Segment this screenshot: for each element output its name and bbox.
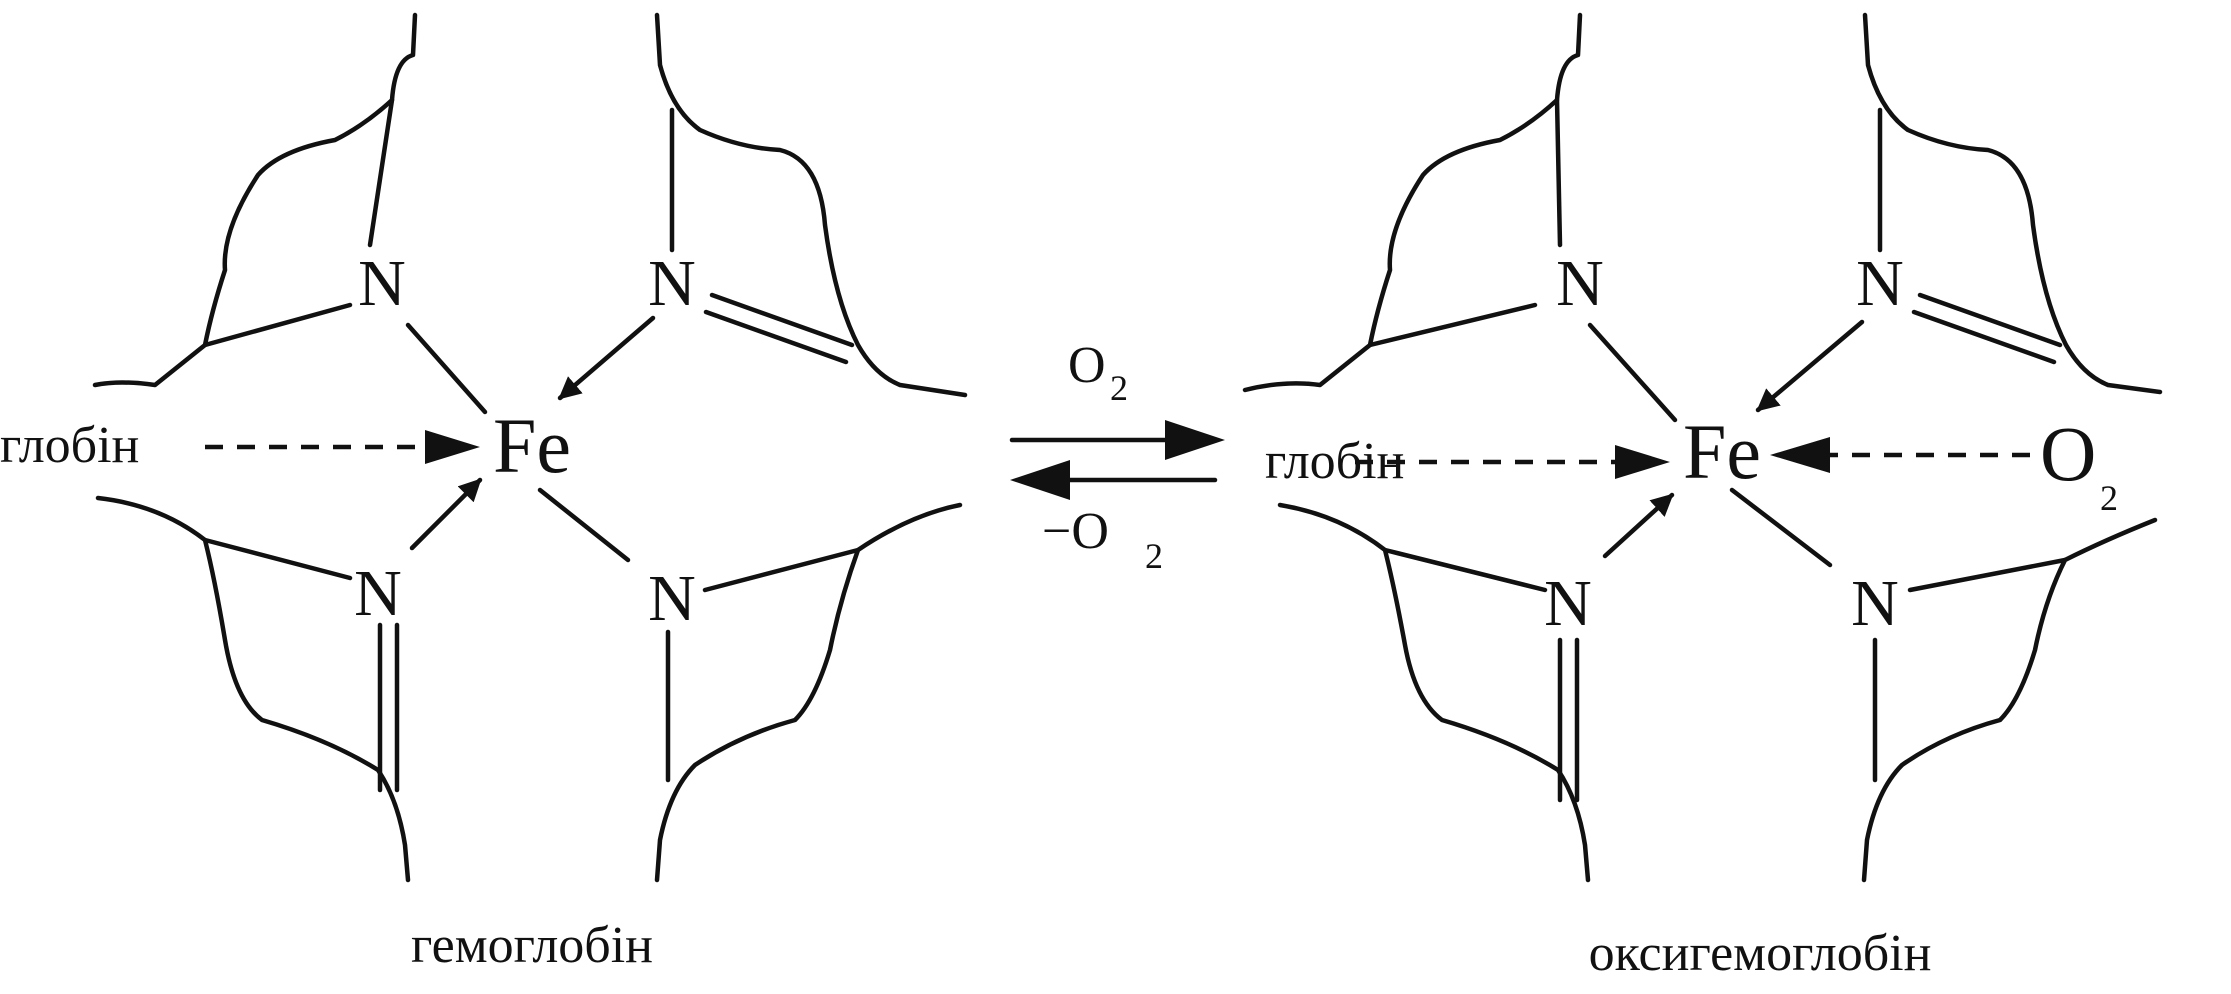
oxyhemoglobin-structure: Fe N N N N глобін O 2 оксигемоглобін: [1242, 12, 2163, 982]
coordinate-bond-arrow: [557, 315, 656, 401]
bond-ring-n: [202, 537, 353, 581]
coordinate-bond-arrow: [1602, 492, 1675, 559]
metal-label: Fe: [493, 402, 571, 489]
coordinate-bond-arrow: [409, 477, 483, 551]
pyrrole-ring-upper-left: [92, 12, 418, 388]
reverse-reagent-subscript: 2: [1145, 536, 1163, 576]
bond-ring-n: [702, 547, 861, 593]
compound-name: оксигемоглобін: [1589, 925, 1932, 982]
pyrrole-ring-upper-right: [654, 12, 968, 398]
arrowhead-icon: [1770, 437, 1830, 473]
bond-ring-n: [1907, 557, 2068, 593]
double-bond-ring-n: [1917, 292, 2063, 348]
forward-reagent-label: O: [1068, 337, 1106, 394]
double-bond-ring-n: [703, 309, 849, 365]
bond-n-fe: [1587, 322, 1678, 423]
globin-label: глобін: [1265, 433, 1404, 490]
nitrogen-label: N: [648, 562, 696, 635]
forward-arrowhead-icon: [1165, 420, 1225, 460]
oxygen-subscript: 2: [2100, 478, 2118, 518]
bond-ring-n: [202, 302, 353, 348]
equilibrium-arrows: O 2 −O 2: [1009, 337, 1225, 576]
reverse-reagent-label: −O: [1042, 503, 1109, 560]
coordinate-bond-arrow: [1755, 319, 1865, 413]
bond-ring-n: [1554, 97, 1563, 248]
double-bond-ring-n: [709, 292, 855, 348]
bond-ring-n: [1382, 547, 1548, 593]
bond-ring-n: [367, 97, 395, 248]
arrowhead-icon: [425, 430, 480, 464]
bond-n-fe: [1729, 487, 1833, 568]
metal-label: Fe: [1683, 408, 1761, 495]
nitrogen-label: N: [1544, 567, 1592, 640]
reverse-arrowhead-icon: [1010, 460, 1070, 500]
nitrogen-label: N: [358, 247, 406, 320]
nitrogen-label: N: [648, 247, 696, 320]
oxygen-label: O: [2040, 410, 2096, 497]
nitrogen-label: N: [354, 557, 402, 630]
arrowhead-icon: [1615, 445, 1670, 479]
double-bond-ring-n: [1911, 309, 2057, 365]
pyrrole-ring-lower-right: [654, 502, 963, 883]
bond-n-fe: [405, 322, 488, 415]
nitrogen-label: N: [1856, 247, 1904, 320]
nitrogen-label: N: [1851, 567, 1899, 640]
compound-name: гемоглобін: [411, 917, 653, 974]
bond-ring-n: [1367, 302, 1538, 348]
pyrrole-ring-upper-left: [1242, 12, 1583, 393]
forward-reagent-subscript: 2: [1110, 368, 1128, 408]
pyrrole-ring-upper-right: [1862, 12, 2163, 395]
pyrrole-ring-lower-left: [95, 495, 411, 883]
hemoglobin-structure: Fe N N N N глобін гемоглобін: [0, 12, 968, 974]
bond-n-fe: [537, 487, 631, 563]
nitrogen-label: N: [1556, 247, 1604, 320]
globin-label: глобін: [0, 417, 139, 474]
pyrrole-ring-lower-right: [1861, 517, 2158, 883]
